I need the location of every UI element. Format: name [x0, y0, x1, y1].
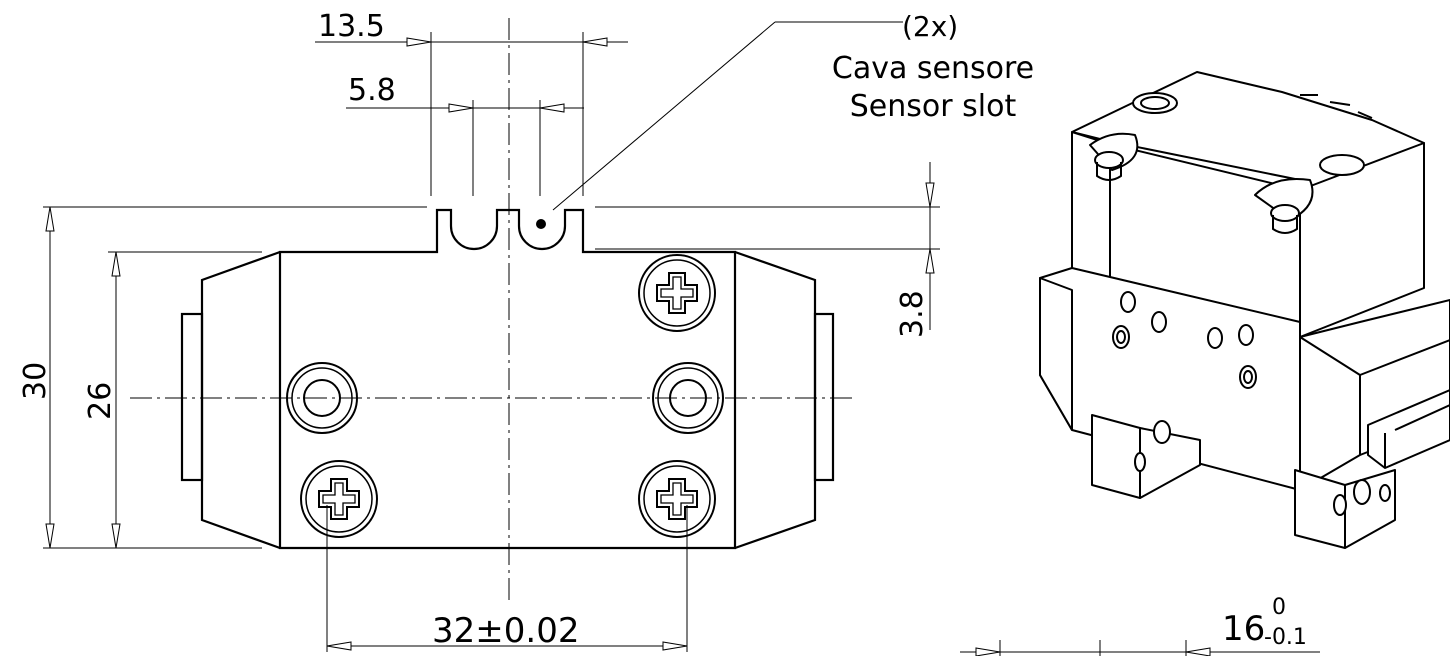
iso-hole-a	[1120, 291, 1136, 313]
callout-count: (2x)	[902, 10, 958, 43]
iso-hole-b	[1151, 311, 1167, 333]
left-tab	[180, 312, 204, 482]
left-end-cap	[200, 250, 281, 550]
iso-hole-top-1-inner	[1140, 96, 1170, 110]
callout-label-en: Sensor slot	[850, 89, 1017, 124]
iso-screw-1	[1094, 151, 1124, 169]
callout-label-it: Cava sensore	[832, 51, 1034, 86]
iso-screw-2	[1270, 204, 1300, 222]
lower-block-left-bevel	[1039, 277, 1073, 431]
left-jaw	[1091, 414, 1141, 499]
right-end-cap	[734, 250, 817, 550]
screw-top-right	[638, 254, 716, 332]
isometric-view	[1039, 71, 1450, 549]
dim-3-8: 3.8	[595, 162, 940, 338]
dim-13-5: 13.5	[315, 9, 628, 196]
iso-hole-d	[1207, 327, 1223, 349]
dim-26-label: 26	[83, 382, 118, 420]
dim-3-8-label: 3.8	[895, 290, 930, 338]
right-tab	[813, 312, 835, 482]
screw-bottom-left	[300, 460, 378, 538]
dim-13-5-label: 13.5	[318, 9, 385, 44]
iso-hole-top-2	[1319, 154, 1365, 176]
side-tab	[1367, 389, 1450, 469]
sensor-dot	[536, 219, 546, 229]
dim-16-tol-lower: -0.1	[1264, 625, 1307, 650]
body-outline	[278, 208, 737, 550]
top-block-right	[1299, 142, 1425, 338]
dim-30: 30	[18, 206, 427, 549]
dim-16-nominal: 16	[1222, 609, 1265, 649]
screw-bottom-right	[638, 460, 716, 538]
iso-hole-e	[1238, 324, 1254, 346]
dim-26: 26	[83, 251, 262, 549]
dim-5-8: 5.8	[346, 73, 584, 196]
dim-16-tol-upper: 0	[1272, 595, 1286, 620]
sensor-slot-callout: (2x) Cava sensore Sensor slot	[552, 10, 1034, 211]
dim-32-label: 32±0.02	[432, 611, 579, 651]
dim-5-8-label: 5.8	[348, 73, 396, 108]
dim-30-label: 30	[18, 362, 53, 400]
dim-16: 16 0 -0.1	[960, 595, 1320, 656]
dim-32: 32±0.02	[326, 505, 688, 652]
front-view: 13.5 5.8 30 26	[18, 9, 1034, 652]
